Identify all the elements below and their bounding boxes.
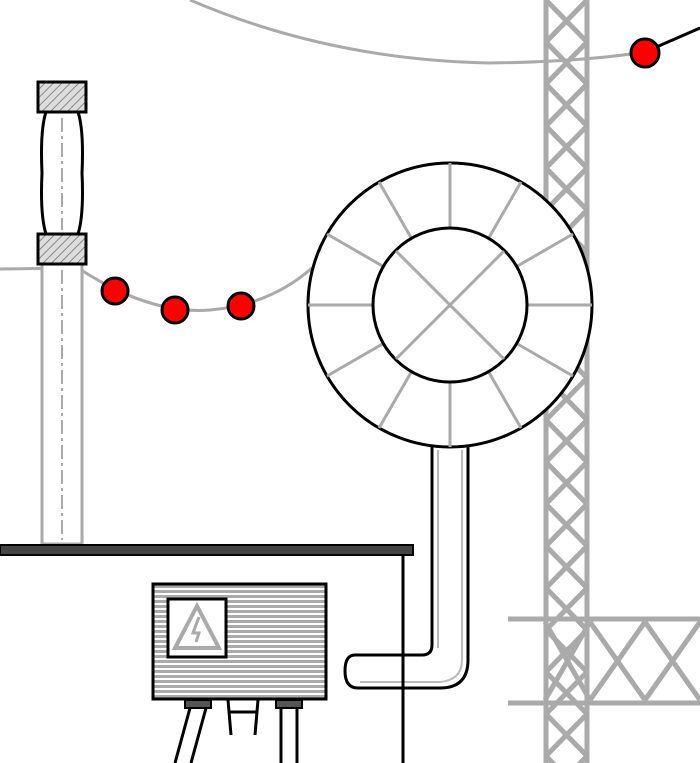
ring-spoke	[487, 181, 523, 240]
indicator-lamps	[100, 37, 661, 325]
ring-spoke	[326, 232, 385, 268]
tower-brace	[544, 82, 589, 128]
tower-brace	[544, 502, 589, 548]
right-frame	[508, 616, 700, 706]
ring-spoke	[326, 342, 385, 378]
ring-spoke	[515, 232, 574, 268]
tower-brace	[544, 460, 589, 506]
ring-spoke	[487, 370, 523, 429]
insulator-cap-bottom	[36, 232, 88, 266]
tower-brace	[544, 124, 589, 170]
red-lamp	[226, 291, 256, 321]
red-lamp	[160, 295, 190, 325]
pipe	[343, 443, 470, 690]
insulator-cap-top	[36, 80, 88, 114]
tower-brace	[544, 40, 589, 86]
ring-spoke	[377, 370, 413, 429]
ring-spoke	[515, 342, 574, 378]
tower-brace	[544, 418, 589, 464]
tower-brace	[544, 544, 589, 590]
tower-brace	[544, 376, 589, 422]
red-lamp	[629, 37, 661, 69]
red-lamp	[100, 276, 130, 306]
warning-lightning-icon	[171, 601, 223, 650]
insulator-post	[40, 262, 84, 546]
platform	[0, 544, 414, 763]
tower-brace	[544, 166, 589, 212]
toroidal-ring	[306, 161, 594, 449]
insulator	[36, 80, 88, 266]
tower-brace	[544, 586, 589, 632]
top-wire	[189, 0, 700, 65]
ring-spoke	[377, 181, 413, 240]
tower-brace	[544, 0, 589, 44]
electrical-box	[151, 582, 328, 763]
tower-brace	[544, 712, 589, 758]
